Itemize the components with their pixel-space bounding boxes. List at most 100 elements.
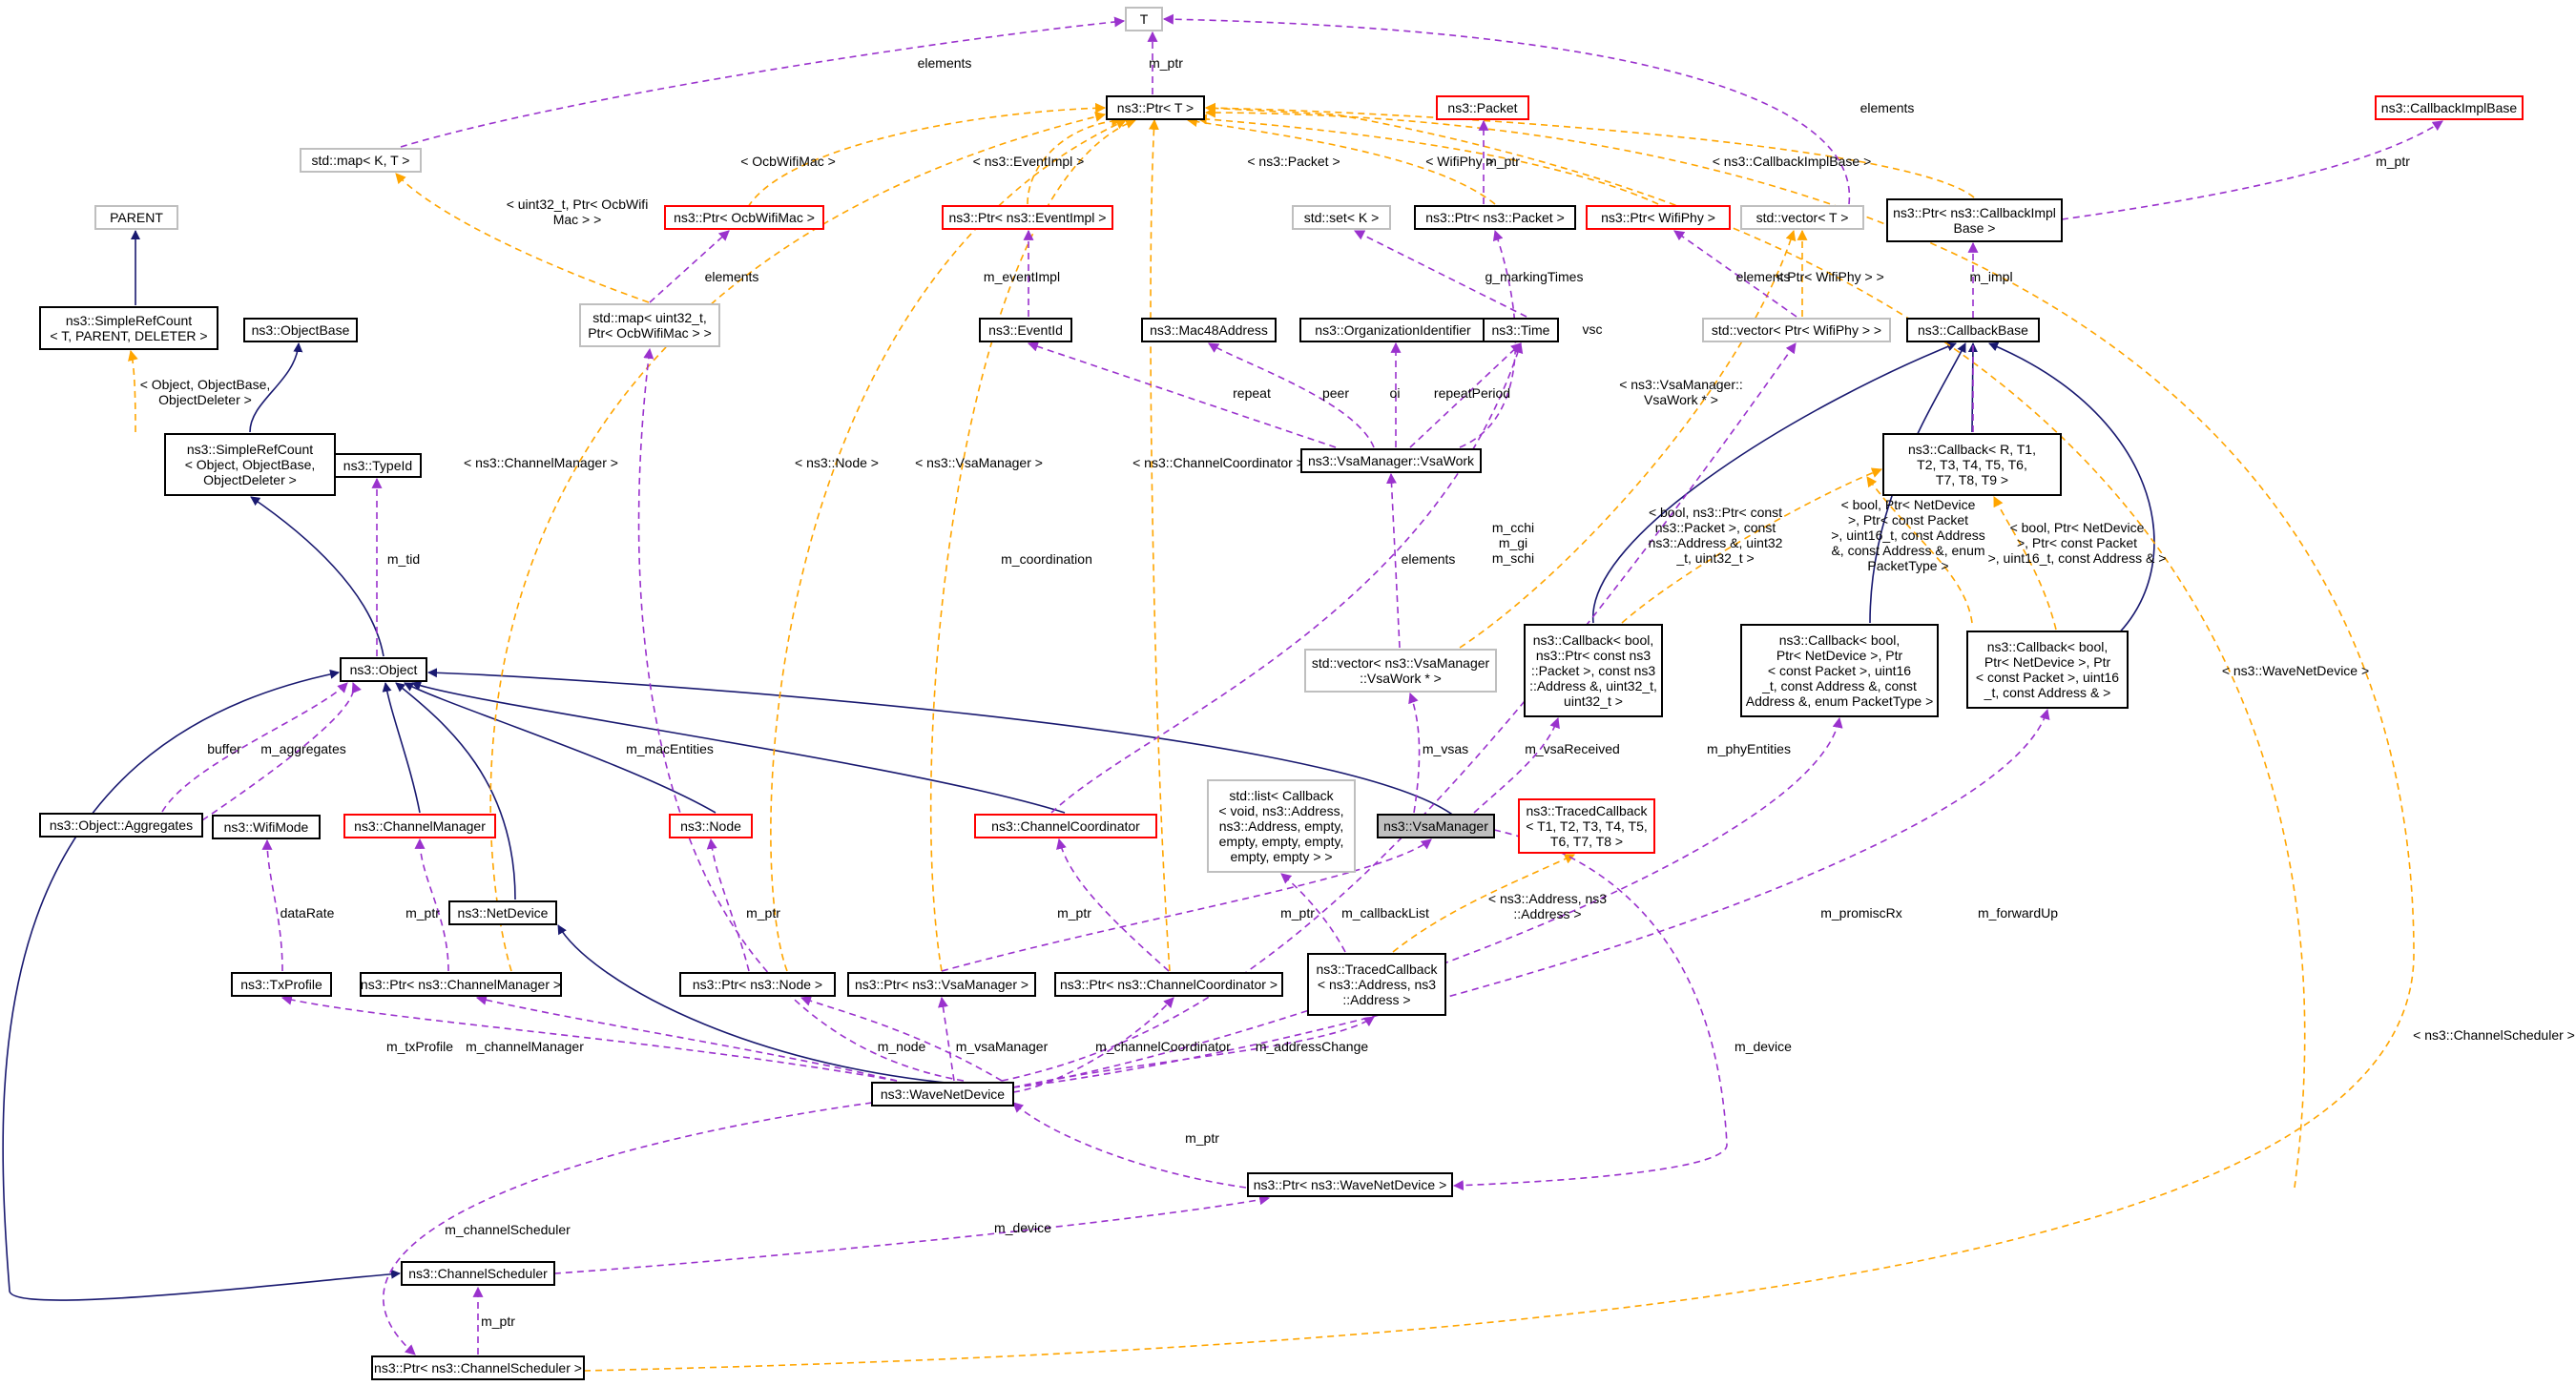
class-box bbox=[243, 318, 358, 342]
edge-label: < ns3::VsaManager > bbox=[915, 455, 1043, 470]
class-box bbox=[1125, 7, 1163, 31]
edge-label: m_ptr bbox=[1280, 905, 1315, 921]
class-name: ns3::Ptr< T > bbox=[1117, 100, 1194, 115]
template-edge bbox=[128, 349, 138, 433]
class-node-callback-r[interactable]: ns3::Callback< R, T1,T2, T3, T4, T5, T6,… bbox=[1882, 433, 2062, 496]
class-name: ns3::Ptr< ns3::WaveNetDevice > bbox=[1254, 1177, 1447, 1192]
class-name: ns3::Ptr< ns3::ChannelManager > bbox=[361, 977, 561, 992]
class-node-ptr-packet[interactable]: ns3::Ptr< ns3::Packet > bbox=[1414, 205, 1576, 230]
edge-label: dataRate bbox=[280, 905, 335, 921]
edge-label: peer bbox=[1322, 385, 1349, 401]
member-edge bbox=[1012, 997, 1174, 1093]
class-box bbox=[1518, 798, 1655, 854]
class-node-simple-ref-obj[interactable]: ns3::SimpleRefCount< Object, ObjectBase,… bbox=[164, 433, 336, 496]
class-name: ns3::TracedCallback< T1, T2, T3, T4, T5,… bbox=[1526, 803, 1648, 849]
member-edge bbox=[706, 838, 750, 972]
member-edge bbox=[161, 682, 348, 813]
edge-label: m_phyEntities bbox=[1707, 741, 1791, 756]
class-node-callback-promisc[interactable]: ns3::Callback< bool,Ptr< NetDevice >, Pt… bbox=[1740, 624, 1939, 717]
edge-label: m_ptr bbox=[1057, 905, 1091, 921]
member-edge bbox=[1354, 230, 1527, 318]
class-name: std::map< uint32_t,Ptr< OcbWifiMac > > bbox=[588, 310, 712, 341]
class-node-std-list[interactable]: std::list< Callback< void, ns3::Address,… bbox=[1207, 779, 1356, 873]
class-name: ns3::Object::Aggregates bbox=[50, 817, 193, 833]
class-node-ptr-wifi-phy[interactable]: ns3::Ptr< WifiPhy > bbox=[1586, 205, 1731, 230]
class-node-callback-fwd[interactable]: ns3::Callback< bool,Ptr< NetDevice >, Pt… bbox=[1966, 631, 2129, 709]
class-box bbox=[664, 205, 824, 230]
class-name: ns3::Ptr< ns3::VsaManager > bbox=[855, 977, 1028, 992]
class-node-ptr-ocb[interactable]: ns3::Ptr< OcbWifiMac > bbox=[664, 205, 824, 230]
class-node-channel-manager[interactable]: ns3::ChannelManager bbox=[343, 814, 496, 838]
class-node-simple-ref-t[interactable]: ns3::SimpleRefCount< T, PARENT, DELETER … bbox=[39, 306, 218, 350]
class-node-map-uint[interactable]: std::map< uint32_t,Ptr< OcbWifiMac > > bbox=[579, 303, 720, 347]
class-node-map-k-t[interactable]: std::map< K, T > bbox=[300, 148, 422, 173]
class-node-ptr-event-impl[interactable]: ns3::Ptr< ns3::EventImpl > bbox=[942, 205, 1113, 230]
class-node-traced-cb-t[interactable]: ns3::TracedCallback< T1, T2, T3, T4, T5,… bbox=[1518, 798, 1655, 854]
member-edge bbox=[1012, 1102, 1247, 1189]
member-edge bbox=[414, 838, 449, 972]
edge-label: m_aggregates bbox=[260, 741, 346, 756]
class-node-ptr-t[interactable]: ns3::Ptr< T > bbox=[1106, 95, 1205, 120]
template-edge bbox=[395, 173, 650, 303]
class-node-org-id[interactable]: ns3::OrganizationIdentifier bbox=[1299, 318, 1486, 342]
class-name: PARENT bbox=[110, 210, 163, 225]
class-node-object-base[interactable]: ns3::ObjectBase bbox=[243, 318, 358, 342]
edge-label: m_device bbox=[1735, 1039, 1792, 1054]
edge-label: < ns3::ChannelScheduler > bbox=[2413, 1027, 2575, 1043]
class-node-vector-wifi-phy[interactable]: std::vector< Ptr< WifiPhy > > bbox=[1702, 318, 1891, 342]
member-edge bbox=[1280, 873, 1346, 953]
class-box bbox=[1414, 205, 1576, 230]
member-edge bbox=[2061, 120, 2443, 220]
member-edge bbox=[941, 838, 1432, 972]
class-box bbox=[979, 318, 1072, 342]
class-node--t[interactable]: T bbox=[1125, 7, 1163, 31]
class-name: std::vector< Ptr< WifiPhy > > bbox=[1712, 322, 1881, 338]
class-node-aggregates[interactable]: ns3::Object::Aggregates bbox=[39, 813, 203, 838]
inheritance-edge bbox=[249, 342, 303, 433]
class-node-vector-t[interactable]: std::vector< T > bbox=[1740, 205, 1864, 230]
class-node-set-k[interactable]: std::set< K > bbox=[1292, 205, 1391, 230]
class-name: ns3::EventId bbox=[988, 322, 1063, 338]
class-node-ptr-channel-scheduler[interactable]: ns3::Ptr< ns3::ChannelScheduler > bbox=[371, 1355, 585, 1380]
edge-label: m_ptr bbox=[746, 905, 780, 921]
edge-label: m_channelManager bbox=[466, 1039, 584, 1054]
edge-label: m_device bbox=[994, 1220, 1051, 1235]
class-node-tx-profile[interactable]: ns3::TxProfile bbox=[231, 972, 332, 997]
class-node-parent[interactable]: PARENT bbox=[94, 205, 178, 230]
class-name: ns3::Callback< bool,Ptr< NetDevice >, Pt… bbox=[1746, 632, 1934, 709]
class-node-channel-scheduler[interactable]: ns3::ChannelScheduler bbox=[401, 1261, 555, 1286]
class-node-packet[interactable]: ns3::Packet bbox=[1436, 95, 1529, 120]
class-node-ptr-channel-manager[interactable]: ns3::Ptr< ns3::ChannelManager > bbox=[360, 972, 562, 997]
edge-label: < ns3::Packet > bbox=[1247, 154, 1340, 169]
class-box bbox=[1307, 953, 1446, 1016]
class-node-ptr-channel-coord[interactable]: ns3::Ptr< ns3::ChannelCoordinator > bbox=[1054, 972, 1283, 997]
class-node-vsa-manager[interactable]: ns3::VsaManager bbox=[1377, 814, 1495, 838]
class-box bbox=[1377, 814, 1495, 838]
class-node-object[interactable]: ns3::Object bbox=[340, 657, 427, 682]
class-node-wifi-mode[interactable]: ns3::WifiMode bbox=[212, 815, 321, 839]
class-node-traced-cb-addr[interactable]: ns3::TracedCallback< ns3::Address, ns3::… bbox=[1307, 953, 1446, 1016]
class-name: ns3::CallbackImplBase bbox=[2381, 100, 2518, 115]
edge-label: oi bbox=[1390, 385, 1401, 401]
class-node-ptr-node[interactable]: ns3::Ptr< ns3::Node > bbox=[679, 972, 836, 997]
class-node-callback-vsa[interactable]: ns3::Callback< bool,ns3::Ptr< const ns3:… bbox=[1524, 624, 1663, 717]
class-node-callback-base[interactable]: ns3::CallbackBase bbox=[1906, 318, 2040, 342]
class-node-mac48[interactable]: ns3::Mac48Address bbox=[1141, 318, 1277, 342]
class-node-vector-vsa-work[interactable]: std::vector< ns3::VsaManager::VsaWork * … bbox=[1304, 649, 1497, 693]
class-box bbox=[847, 972, 1036, 997]
class-node-node[interactable]: ns3::Node bbox=[669, 814, 753, 838]
class-node-ptr-wave-net-device[interactable]: ns3::Ptr< ns3::WaveNetDevice > bbox=[1247, 1172, 1453, 1197]
edge-label: vsc bbox=[1583, 321, 1603, 337]
edge-label: < ns3::CallbackImplBase > bbox=[1713, 154, 1872, 169]
class-node-net-device[interactable]: ns3::NetDevice bbox=[448, 900, 557, 925]
class-node-cb-impl-base[interactable]: ns3::CallbackImplBase bbox=[2375, 95, 2524, 120]
class-node-type-id[interactable]: ns3::TypeId bbox=[334, 453, 422, 478]
class-node-time[interactable]: ns3::Time bbox=[1483, 318, 1559, 342]
class-node-channel-coord[interactable]: ns3::ChannelCoordinator bbox=[974, 814, 1157, 838]
class-node-wave-net-device[interactable]: ns3::WaveNetDevice bbox=[871, 1082, 1014, 1107]
class-box bbox=[371, 1355, 585, 1380]
class-node-event-id[interactable]: ns3::EventId bbox=[979, 318, 1072, 342]
class-node-vsa-work[interactable]: ns3::VsaManager::VsaWork bbox=[1300, 448, 1482, 473]
class-node-ptr-vsa-manager[interactable]: ns3::Ptr< ns3::VsaManager > bbox=[847, 972, 1036, 997]
